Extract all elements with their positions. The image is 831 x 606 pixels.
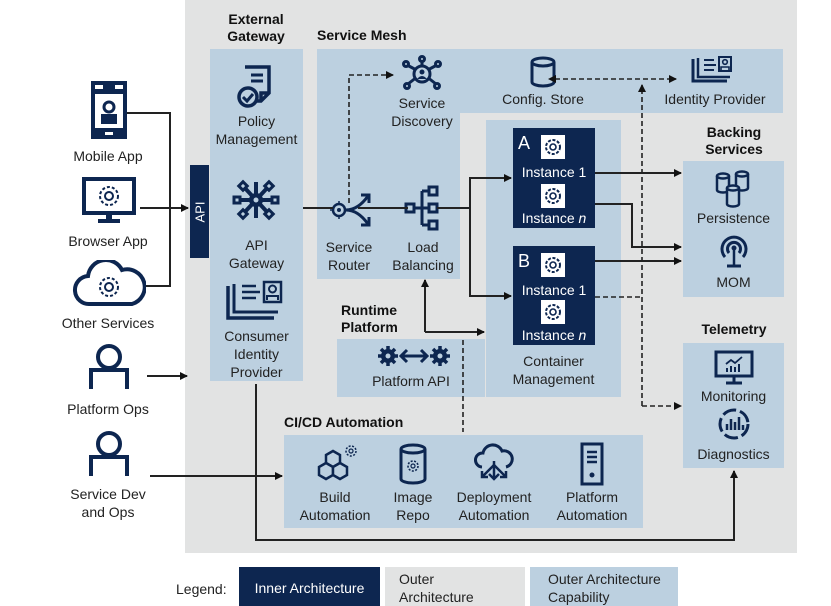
legend-outer-architecture: Outer Architecture [385, 567, 525, 606]
monitoring-label: Monitoring [700, 388, 767, 404]
repo-gear-icon [399, 443, 427, 485]
identity-provider-icon [691, 56, 732, 83]
databases-icon [715, 170, 750, 208]
gears-exchange-icon [378, 346, 450, 366]
service-discovery-label: Service Discovery [391, 95, 453, 129]
backing-services-title: Backing Services [705, 124, 763, 157]
server-icon [580, 442, 604, 486]
backing-services-box [683, 161, 784, 297]
api-tab[interactable]: API [190, 165, 209, 258]
gear-icon [541, 300, 565, 324]
service-mesh-title: Service Mesh [317, 27, 407, 43]
identity-card-icon [226, 280, 283, 320]
mobile-app-label: Mobile App [73, 148, 143, 164]
platform-api-label: Platform API [372, 373, 450, 389]
cicd-title: CI/CD Automation [284, 414, 404, 430]
external-gateway-title: External Gateway [227, 11, 285, 44]
platform-ops-label: Platform Ops [67, 401, 149, 417]
service-a-letter: A [518, 133, 531, 153]
policy-management-label: Policy Management [215, 113, 298, 147]
database-icon [530, 56, 556, 88]
cubes-gear-icon [317, 445, 357, 481]
person-icon [89, 431, 129, 476]
load-balancing-label: Load Balancing [392, 239, 454, 273]
legend-inner-architecture: Inner Architecture [239, 567, 380, 606]
broadcast-antenna-icon [720, 235, 748, 268]
monitor-chart-icon [714, 350, 754, 385]
persistence-label: Persistence [696, 210, 771, 226]
service-a-box[interactable]: A Instance 1 Instance n [513, 128, 595, 228]
other-services-label: Other Services [61, 315, 155, 331]
telemetry-title: Telemetry [701, 321, 767, 337]
consumer-identity-provider-label: Consumer Identity Provider [224, 328, 289, 380]
config-store-label: Config. Store [502, 91, 584, 107]
legend-label: Legend: [176, 581, 227, 597]
identity-provider-label: Identity Provider [664, 91, 766, 107]
api-gateway-label: API Gateway [228, 237, 285, 271]
container-management-label: Container Management [512, 353, 595, 387]
api-gateway-hub-icon [232, 179, 280, 221]
service-b-letter: B [518, 251, 531, 271]
cloud-gear-icon [72, 260, 146, 307]
platform-automation-label: Platform Automation [556, 489, 628, 523]
policy-document-icon [237, 65, 271, 108]
gear-icon [541, 253, 565, 277]
cloud-deploy-icon [474, 443, 514, 481]
mom-label: MOM [716, 274, 751, 290]
gear-icon [541, 135, 565, 159]
gear-icon [541, 184, 565, 208]
load-balancer-icon [404, 185, 439, 231]
diagnostics-label: Diagnostics [697, 446, 770, 462]
browser-app-label: Browser App [68, 233, 148, 249]
build-automation-label: Build Automation [299, 489, 371, 523]
instance-label: Instance n [521, 210, 587, 226]
person-icon [89, 344, 129, 389]
router-icon [330, 193, 371, 227]
mobile-phone-icon [91, 81, 127, 139]
legend-outer-architecture-capability: Outer Architecture Capability [530, 567, 678, 606]
instance-label: Instance n [521, 327, 587, 343]
service-router-label: Service Router [325, 239, 373, 273]
diagnostics-chart-icon [718, 408, 750, 440]
monitor-gear-icon [82, 177, 136, 223]
instance-label: Instance 1 [521, 282, 587, 298]
service-b-box[interactable]: B Instance 1 Instance n [513, 246, 595, 345]
service-dev-ops-label: Service Dev and Ops [70, 486, 146, 520]
deployment-automation-label: Deployment Automation [456, 489, 532, 523]
service-discovery-icon [402, 55, 442, 90]
runtime-platform-title: Runtime Platform [341, 302, 398, 335]
image-repo-label: Image Repo [393, 489, 433, 523]
instance-label: Instance 1 [521, 164, 587, 180]
